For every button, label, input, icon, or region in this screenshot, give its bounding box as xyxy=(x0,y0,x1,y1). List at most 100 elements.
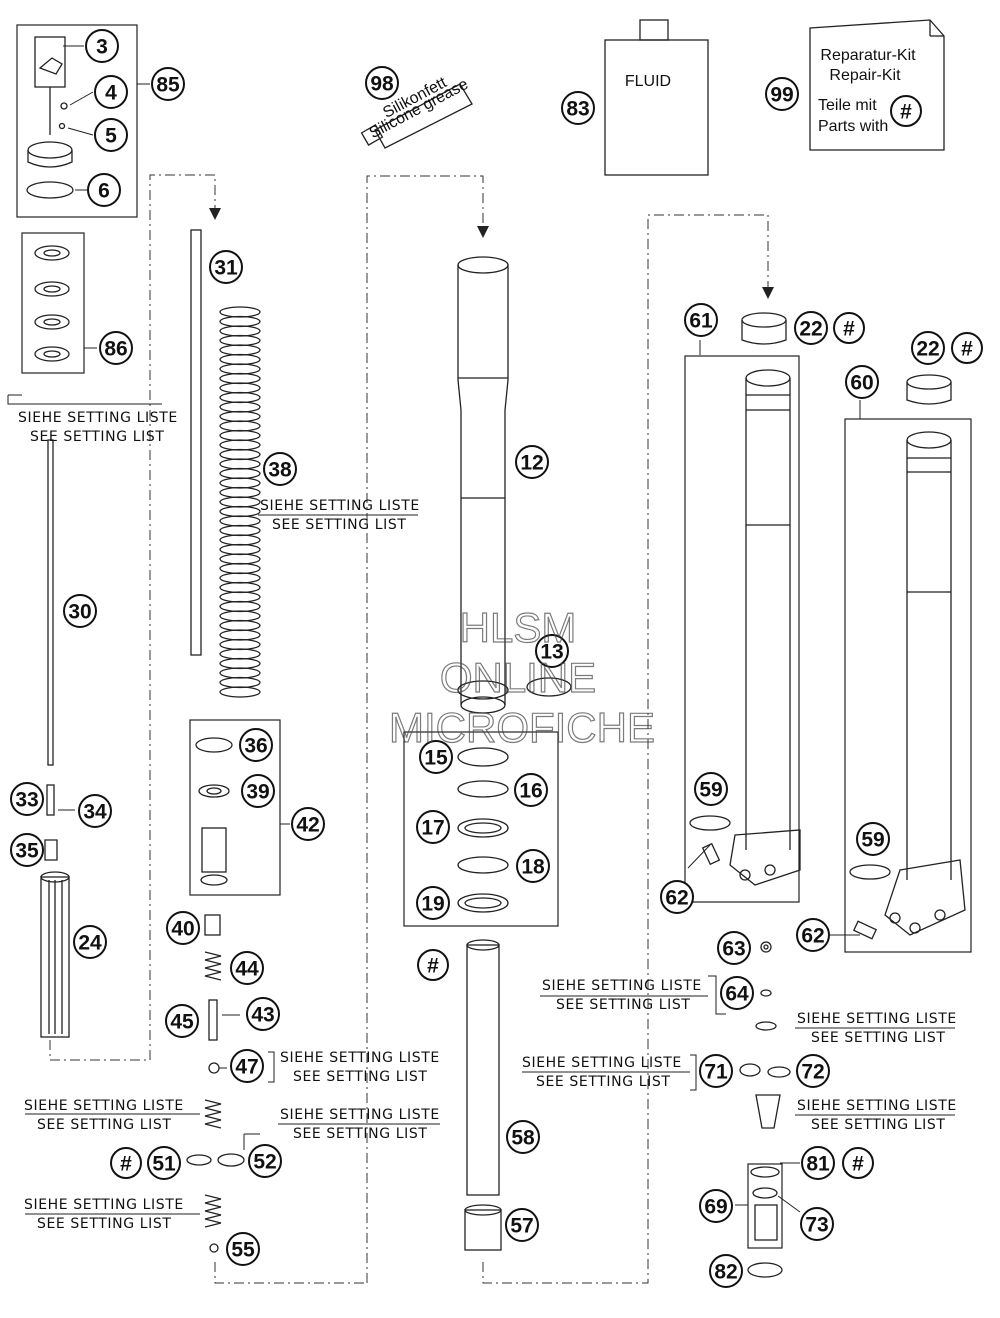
spring-coil xyxy=(219,524,261,537)
setting-de: SIEHE SETTING LISTE xyxy=(260,498,420,514)
callout-number: 85 xyxy=(156,74,180,97)
callout-number: 98 xyxy=(370,73,394,96)
spring-coil xyxy=(219,610,261,622)
callout-number: 69 xyxy=(704,1196,727,1219)
callout-circle xyxy=(166,911,200,945)
callout-circle xyxy=(416,810,450,844)
spring-coil xyxy=(219,591,261,603)
callout-57: 57 xyxy=(505,1208,539,1242)
spring-coil xyxy=(219,543,261,556)
spring-coil xyxy=(219,448,261,461)
callout-number: 31 xyxy=(214,257,238,280)
callout-circle xyxy=(78,794,112,828)
callout-circle xyxy=(94,75,128,109)
callout-33: 33 xyxy=(10,782,44,816)
callout-circle xyxy=(694,772,728,806)
callout-number: 86 xyxy=(104,338,127,361)
spring-coil xyxy=(219,420,261,432)
setting-en: SEE SETTING LIST xyxy=(536,1074,671,1090)
callout-72: 72 xyxy=(796,1054,830,1088)
fluid-label: FLUID xyxy=(625,73,671,90)
callout-number: 6 xyxy=(98,180,110,203)
callout-circle xyxy=(514,773,548,807)
callout-circle xyxy=(165,1004,199,1038)
callout-circle xyxy=(63,594,97,628)
group-frames xyxy=(16,24,972,1249)
callout-4: 4 xyxy=(94,75,128,109)
callout-15: 15 xyxy=(419,740,453,774)
callout-circle xyxy=(147,1146,181,1180)
callout-circle xyxy=(516,849,550,883)
callout-circle xyxy=(417,949,449,981)
callout-58: 58 xyxy=(506,1120,540,1154)
callout-circle xyxy=(660,880,694,914)
spring-coil xyxy=(219,467,261,480)
repair-kit-marker: # xyxy=(110,1147,142,1179)
setting-de: SIEHE SETTING LISTE xyxy=(522,1055,682,1071)
setting-en: SEE SETTING LIST xyxy=(37,1117,172,1133)
spring-coil xyxy=(219,515,261,527)
setting-brackets xyxy=(7,394,955,1215)
callout-circle xyxy=(419,740,453,774)
setting-en: SEE SETTING LIST xyxy=(30,429,165,445)
callout-61: 61 xyxy=(684,303,718,337)
callout-circle xyxy=(796,918,830,952)
callout-number: 13 xyxy=(540,641,563,664)
callout-circle xyxy=(94,118,128,152)
callout-number: 64 xyxy=(725,983,749,1006)
callout-85: 85 xyxy=(151,67,185,101)
frame-60 xyxy=(844,418,972,953)
spring-coils xyxy=(219,306,261,698)
callout-17: 17 xyxy=(416,810,450,844)
callout-number: 19 xyxy=(421,893,444,916)
setting-en: SEE SETTING LIST xyxy=(556,997,691,1013)
callout-82: 82 xyxy=(709,1254,743,1288)
frame-85 xyxy=(16,24,138,218)
callout-16: 16 xyxy=(514,773,548,807)
spring-coil xyxy=(219,410,261,423)
callout-22: 22 xyxy=(794,311,828,345)
spring-coil xyxy=(219,600,261,613)
repair-kit-marker: # xyxy=(833,312,865,344)
callout-number: 44 xyxy=(235,958,259,981)
spring-coil xyxy=(219,401,261,413)
repair-kit-line2: Repair-Kit xyxy=(829,67,901,84)
spring-coil xyxy=(219,638,261,651)
callout-83: 83 xyxy=(561,91,595,125)
callout-circle xyxy=(801,1146,835,1180)
callout-number: 4 xyxy=(105,82,117,105)
spring-coil xyxy=(219,353,261,366)
callout-number: 43 xyxy=(251,1004,274,1027)
callout-51: 51 xyxy=(147,1146,181,1180)
callout-circle xyxy=(535,634,569,668)
callout-number: 72 xyxy=(801,1061,824,1084)
setting-en: SEE SETTING LIST xyxy=(37,1216,172,1232)
callout-number: 55 xyxy=(231,1239,255,1262)
callout-number: 45 xyxy=(170,1011,194,1034)
callout-circle xyxy=(99,331,133,365)
guide-arrows xyxy=(209,208,774,299)
callout-number: # xyxy=(427,955,439,978)
setting-de: SIEHE SETTING LISTE xyxy=(18,410,178,426)
callout-number: 39 xyxy=(246,781,269,804)
callout-number: 52 xyxy=(253,1151,276,1174)
callout-43: 43 xyxy=(246,997,280,1031)
callout-47: 47 xyxy=(230,1049,264,1083)
setting-de: SIEHE SETTING LISTE xyxy=(542,978,702,994)
spring-coil xyxy=(219,382,261,394)
guide-lines xyxy=(49,174,769,1284)
callout-35: 35 xyxy=(10,833,44,867)
callout-19: 19 xyxy=(416,886,450,920)
setting-en: SEE SETTING LIST xyxy=(272,517,407,533)
callout-81: 81 xyxy=(801,1146,835,1180)
callout-circle xyxy=(291,807,325,841)
callout-circle xyxy=(951,332,983,364)
callout-99: 99 xyxy=(765,77,799,111)
frame-86 xyxy=(21,232,85,374)
callout-62: 62 xyxy=(660,880,694,914)
callout-circle xyxy=(911,331,945,365)
callout-52: 52 xyxy=(248,1144,282,1178)
callout-circle xyxy=(10,833,44,867)
callout-24: 24 xyxy=(73,925,107,959)
